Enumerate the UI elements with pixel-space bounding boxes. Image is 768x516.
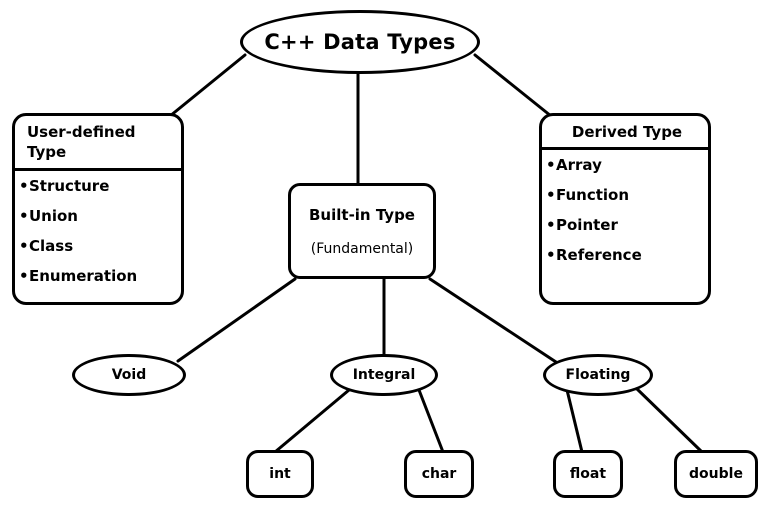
node-label: double xyxy=(689,466,743,482)
node-label: int xyxy=(269,466,291,482)
bullet-icon: • xyxy=(546,216,556,235)
bullet-icon: • xyxy=(19,266,29,285)
node-integral[interactable]: Integral xyxy=(330,354,438,396)
list-item-label: Enumeration xyxy=(29,266,138,285)
edge-integral-to-int xyxy=(273,388,351,454)
list-item: • Array xyxy=(546,158,704,173)
node-label: Integral xyxy=(352,367,416,383)
node-label: Void xyxy=(111,367,147,383)
node-label: char xyxy=(421,466,457,482)
node-derived-type[interactable]: Derived Type • Array • Function • Pointe… xyxy=(539,113,711,305)
node-label: float xyxy=(569,466,607,482)
bullet-icon: • xyxy=(546,186,556,205)
list-item-label: Pointer xyxy=(556,216,618,235)
node-label: C++ Data Types xyxy=(264,30,456,54)
node-built-in-type[interactable]: Built-in Type (Fundamental) xyxy=(288,183,436,279)
card-body-user-defined: • Structure • Union • Class • Enumeratio… xyxy=(15,171,181,288)
list-item: • Pointer xyxy=(546,218,704,233)
card-header-derived: Derived Type xyxy=(542,116,708,151)
bullet-icon: • xyxy=(19,176,29,195)
edge-floating-to-double xyxy=(634,386,704,454)
node-label-primary: Built-in Type xyxy=(309,205,415,224)
edge-root-to-derived xyxy=(473,53,553,118)
edge-integral-to-char xyxy=(417,388,445,454)
card-header-user-defined: User-defined Type xyxy=(15,116,181,171)
list-item: • Structure xyxy=(19,176,177,195)
list-item-label: Class xyxy=(29,236,74,255)
list-item: • Reference xyxy=(546,248,704,263)
node-double[interactable]: double xyxy=(674,450,758,498)
node-char[interactable]: char xyxy=(404,450,474,498)
list-item-label: Structure xyxy=(29,176,110,195)
edge-floating-to-float xyxy=(565,388,584,454)
node-floating[interactable]: Floating xyxy=(543,354,653,396)
edge-builtin-to-floating xyxy=(428,277,558,364)
node-void[interactable]: Void xyxy=(72,354,186,396)
card-body-derived: • Array • Function • Pointer • Reference xyxy=(542,150,708,267)
edge-root-to-userdefined xyxy=(168,53,247,118)
edge-builtin-to-void xyxy=(176,277,297,363)
list-item: • Function xyxy=(546,188,704,203)
bullet-icon: • xyxy=(19,236,29,255)
node-label-secondary: (Fundamental) xyxy=(310,240,414,257)
node-float[interactable]: float xyxy=(553,450,623,498)
list-item: • Enumeration xyxy=(19,266,177,285)
bullet-icon: • xyxy=(546,156,556,175)
bullet-icon: • xyxy=(19,206,29,225)
node-label: Floating xyxy=(565,367,631,383)
node-cpp-data-types[interactable]: C++ Data Types xyxy=(240,10,480,74)
list-item: • Union xyxy=(19,206,177,225)
list-item-label: Function xyxy=(556,186,630,205)
node-int[interactable]: int xyxy=(246,450,314,498)
bullet-icon: • xyxy=(546,246,556,265)
list-item: • Class xyxy=(19,236,177,255)
list-item-label: Union xyxy=(29,206,78,225)
node-user-defined-type[interactable]: User-defined Type • Structure • Union • … xyxy=(12,113,184,305)
list-item-label: Reference xyxy=(556,246,642,265)
list-item-label: Array xyxy=(556,156,602,175)
